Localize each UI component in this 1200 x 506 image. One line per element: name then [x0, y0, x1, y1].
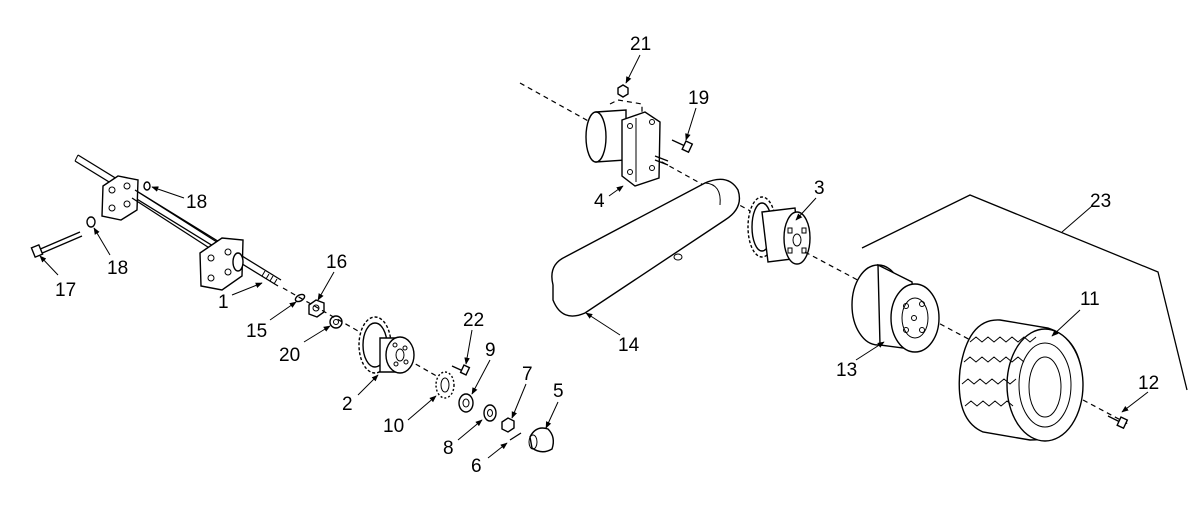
label-part-9: 9 — [485, 340, 496, 361]
bolt-12 — [1107, 415, 1129, 430]
frame-outline-23 — [861, 194, 1188, 391]
washer-20 — [329, 315, 343, 329]
wheel-hub-13 — [851, 263, 940, 353]
washer-9 — [458, 393, 474, 413]
label-part-3: 3 — [814, 178, 825, 199]
part-labels: 1 2 3 4 5 6 7 8 9 10 11 12 13 14 15 16 1… — [55, 34, 1159, 477]
spacer-8 — [483, 404, 497, 422]
nut-16 — [308, 299, 325, 318]
label-part-21: 21 — [630, 34, 651, 55]
dust-cap-5 — [528, 427, 555, 453]
label-part-14: 14 — [618, 335, 640, 356]
label-part-2: 2 — [342, 394, 353, 415]
bearing-10 — [435, 371, 455, 399]
sprocket-hub-2 — [358, 316, 415, 374]
motor-4 — [585, 99, 669, 187]
label-part-22: 22 — [463, 310, 484, 331]
label-part-7: 7 — [522, 364, 533, 385]
label-part-5: 5 — [553, 381, 564, 402]
label-part-17: 17 — [55, 280, 76, 301]
pin-6 — [509, 432, 522, 441]
bolt-17 — [30, 231, 83, 259]
tire-11 — [958, 319, 1084, 442]
screw-22 — [451, 364, 471, 376]
label-part-20: 20 — [279, 345, 300, 366]
label-part-18b: 18 — [186, 192, 207, 213]
label-part-10: 10 — [383, 416, 404, 437]
washer-18-lower — [86, 216, 96, 228]
label-part-6: 6 — [471, 456, 482, 477]
label-part-15: 15 — [246, 321, 267, 342]
axle-assembly — [74, 154, 282, 291]
label-part-1: 1 — [218, 292, 229, 313]
drive-sprocket-3 — [747, 196, 811, 265]
label-part-16: 16 — [326, 252, 347, 273]
nut-7 — [501, 417, 515, 433]
label-part-12: 12 — [1138, 373, 1159, 394]
leader-lines — [39, 54, 1149, 459]
nut-21 — [617, 84, 629, 98]
label-part-23: 23 — [1090, 191, 1111, 212]
label-part-4: 4 — [594, 191, 605, 212]
label-part-13: 13 — [836, 360, 857, 381]
chain-guard-14 — [551, 178, 741, 317]
label-part-8: 8 — [443, 438, 454, 459]
label-part-11: 11 — [1080, 289, 1100, 310]
label-part-18a: 18 — [107, 258, 128, 279]
washer-18-upper — [143, 181, 151, 191]
label-part-19: 19 — [688, 88, 709, 109]
bolt-19 — [671, 139, 694, 154]
